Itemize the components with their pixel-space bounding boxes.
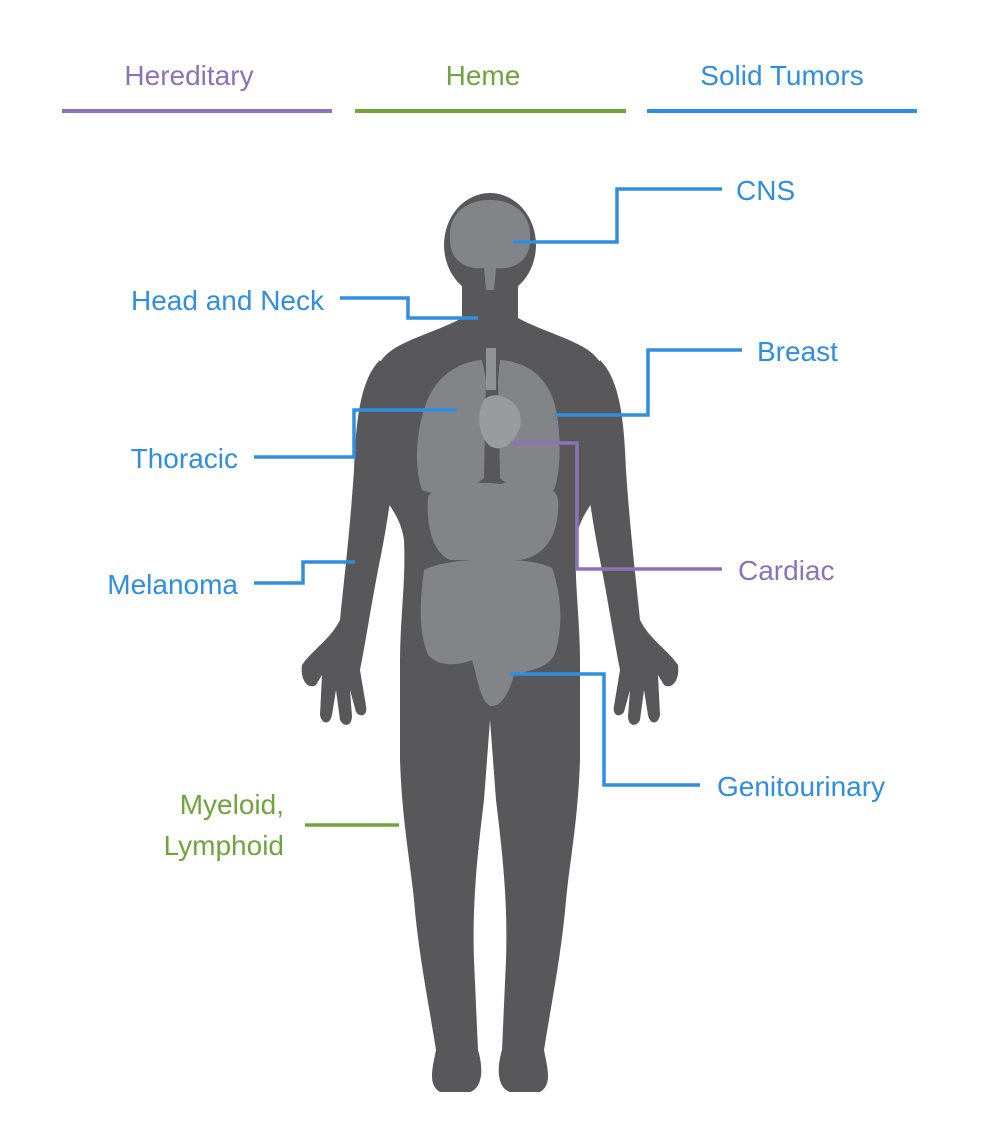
cardiac-line	[510, 441, 722, 571]
melanoma-line	[254, 560, 355, 585]
brain	[449, 200, 531, 290]
callout-lines	[254, 187, 742, 827]
cns-label: CNS	[736, 175, 795, 206]
liver-stomach	[427, 481, 559, 560]
head-neck-line	[340, 296, 478, 320]
legend-heme-label: Heme	[446, 60, 521, 91]
right-arm	[580, 360, 679, 725]
legend-solid-bar	[647, 109, 917, 113]
lymphoid-label: Lymphoid	[164, 830, 284, 861]
cardiac-label: Cardiac	[738, 555, 834, 586]
melanoma-label: Melanoma	[107, 569, 238, 600]
thoracic-line	[254, 408, 457, 459]
legend: Hereditary Heme Solid Tumors	[62, 60, 917, 113]
intestines	[420, 559, 561, 707]
heart	[479, 395, 521, 449]
legend-hereditary-bar	[62, 109, 332, 113]
breast-line	[555, 348, 742, 417]
cns-line	[513, 187, 722, 244]
left-arm	[301, 360, 400, 725]
myeloid-label: Myeloid,	[180, 789, 284, 820]
legend-heme-bar	[355, 109, 626, 113]
right-lung	[498, 360, 560, 494]
legend-hereditary-label: Hereditary	[124, 60, 253, 91]
callout-labels: CNS Head and Neck Breast Thoracic Cardia…	[107, 175, 885, 861]
trachea	[486, 348, 496, 390]
left-lung	[417, 360, 486, 494]
head-neck-label: Head and Neck	[131, 285, 325, 316]
legend-solid-label: Solid Tumors	[700, 60, 863, 91]
breast-label: Breast	[757, 336, 838, 367]
thoracic-label: Thoracic	[131, 443, 238, 474]
genitourinary-label: Genitourinary	[717, 771, 885, 802]
organs	[417, 200, 561, 707]
genitourinary-line	[510, 672, 700, 787]
